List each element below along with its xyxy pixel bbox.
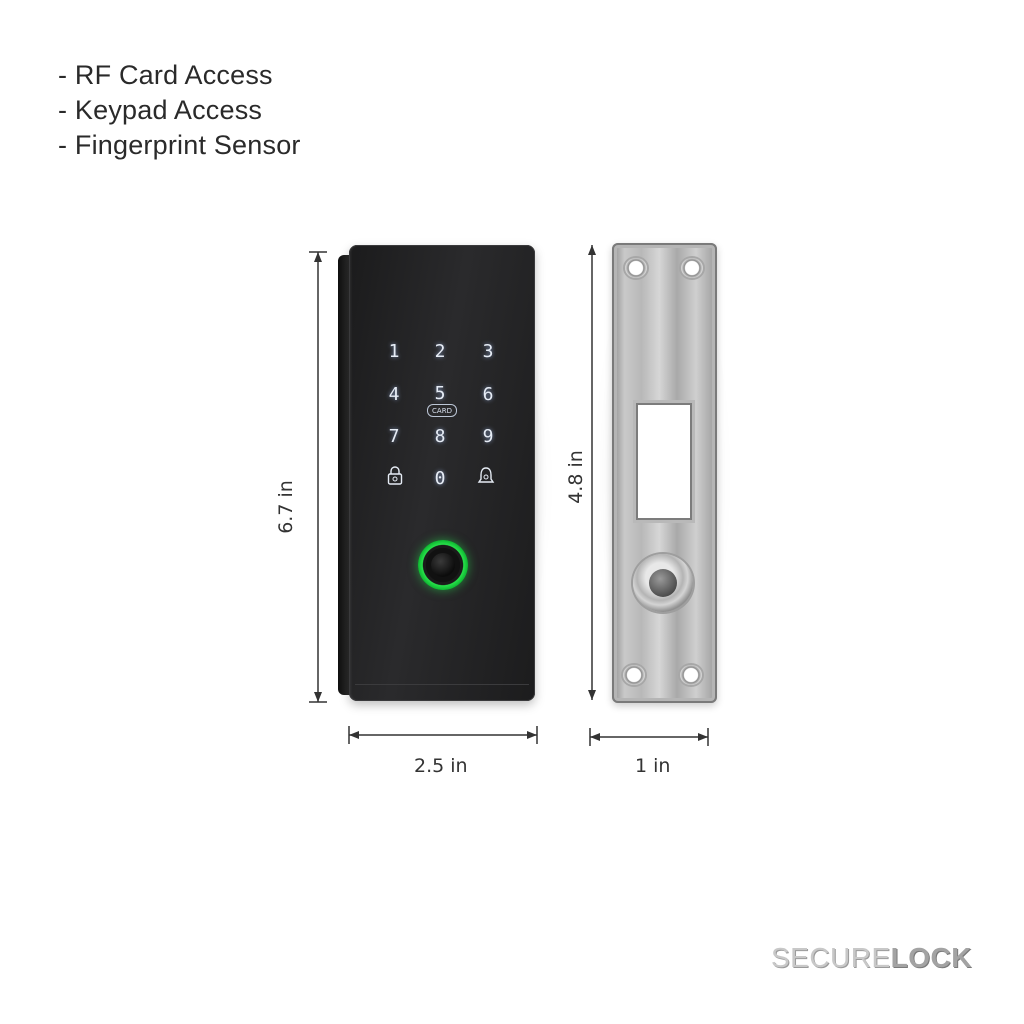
plate-magnet-button xyxy=(633,554,693,612)
feature-item: - Keypad Access xyxy=(58,95,263,125)
plate-screw-hole xyxy=(623,665,645,685)
card-reader-label: CARD xyxy=(427,404,457,417)
keypad-key-6[interactable]: 6 xyxy=(482,383,494,405)
plate-height-label: 4.8 in xyxy=(565,450,587,504)
keypad-key-5[interactable]: 5 xyxy=(434,382,446,404)
plate-width-dimension xyxy=(589,728,709,746)
plate-screw-hole xyxy=(625,258,647,278)
fingerprint-sensor-pad xyxy=(431,553,455,577)
keypad-key-2[interactable]: 2 xyxy=(434,340,446,362)
fingerprint-sensor[interactable] xyxy=(418,540,468,590)
keypad-key-1[interactable]: 1 xyxy=(388,340,400,362)
lock-icon[interactable] xyxy=(386,466,404,486)
brand-light-text: SECURE xyxy=(770,942,891,973)
brand-logo: SECURELOCK xyxy=(771,942,972,974)
doorbell-icon[interactable] xyxy=(476,466,496,486)
lock-width-label: 2.5 in xyxy=(414,755,468,777)
lock-height-dimension xyxy=(309,251,327,703)
plate-screw-hole xyxy=(681,258,703,278)
keypad-key-8[interactable]: 8 xyxy=(434,425,446,447)
keypad-key-0[interactable]: 0 xyxy=(434,467,446,489)
feature-item: - RF Card Access xyxy=(58,60,273,90)
feature-item: - Fingerprint Sensor xyxy=(58,130,301,160)
plate-magnet-cap xyxy=(649,569,677,597)
feature-list: - RF Card Access - Keypad Access - Finge… xyxy=(58,58,301,163)
keypad-key-9[interactable]: 9 xyxy=(482,425,494,447)
smart-lock-body xyxy=(349,245,535,701)
plate-screw-hole xyxy=(680,665,702,685)
keypad-key-7[interactable]: 7 xyxy=(388,425,400,447)
plate-latch-slot xyxy=(636,403,692,520)
brand-bold-text: LOCK xyxy=(890,942,972,973)
plate-width-label: 1 in xyxy=(635,755,671,777)
lock-width-dimension xyxy=(348,726,538,744)
plate-height-dimension xyxy=(588,245,596,700)
keypad-key-3[interactable]: 3 xyxy=(482,340,494,362)
lock-bevel xyxy=(355,684,529,695)
lock-height-label: 6.7 in xyxy=(275,480,297,534)
keypad-key-4[interactable]: 4 xyxy=(388,383,400,405)
